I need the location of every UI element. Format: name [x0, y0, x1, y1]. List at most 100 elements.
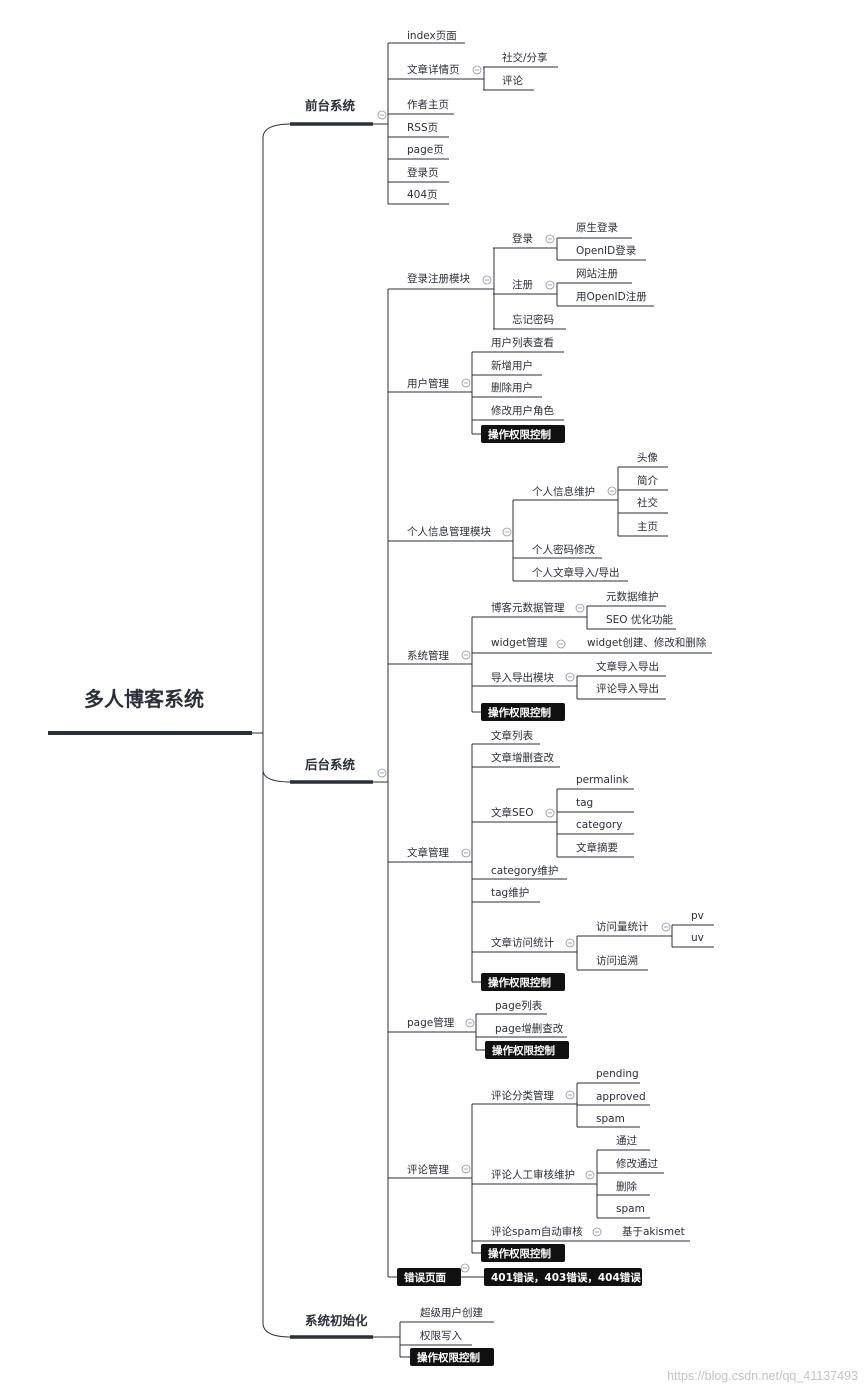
node-label: 评论人工审核维护: [491, 1168, 575, 1181]
collapse-toggle-icon[interactable]: [461, 848, 471, 858]
collapse-toggle-icon[interactable]: [482, 275, 492, 285]
node-label: pending: [596, 1068, 639, 1080]
node-label: spam: [596, 1113, 625, 1125]
node-label: 博客元数据管理: [491, 601, 565, 614]
node-widget管理: widget管理: [472, 636, 548, 654]
node-个人密码修改: 个人密码修改: [513, 543, 602, 559]
collapse-toggle-icon[interactable]: [502, 527, 512, 537]
node-label: 用OpenID注册: [576, 290, 647, 303]
node-登录注册模块: 登录注册模块: [388, 272, 476, 290]
node-label: 访问追溯: [596, 954, 638, 967]
node-基于akismet: 基于akismet: [603, 1225, 690, 1242]
node-前台系统: 前台系统: [290, 98, 373, 126]
node-label: 评论导入导出: [596, 682, 659, 695]
collapse-toggle-icon[interactable]: [472, 65, 482, 75]
node-label: 操作权限控制: [417, 1351, 480, 1364]
collapse-toggle-icon[interactable]: [592, 1227, 602, 1237]
node-label: 评论管理: [407, 1163, 449, 1176]
node-label: 头像: [637, 452, 658, 464]
collapse-toggle-icon[interactable]: [661, 922, 671, 932]
node-文章seo: 文章SEO: [472, 806, 538, 823]
node-pv: pv: [672, 910, 714, 926]
collapse-toggle-icon[interactable]: [545, 234, 555, 244]
node-label: 文章详情页: [407, 63, 460, 76]
node-文章详情页: 文章详情页: [388, 63, 465, 80]
node-删除用户: 删除用户: [472, 381, 542, 398]
node-label: widget管理: [491, 636, 548, 649]
node-label: page列表: [495, 999, 543, 1012]
node-文章导入导出: 文章导入导出: [577, 660, 666, 677]
node-label: 文章增删查改: [491, 751, 554, 764]
node-badge: [397, 1268, 461, 1286]
node-label: 删除: [616, 1180, 637, 1193]
node-label: 导入导出模块: [491, 671, 554, 684]
collapse-toggle-icon[interactable]: [556, 639, 566, 649]
node-社交: 社交: [618, 496, 668, 514]
node-label: 404页: [407, 189, 438, 201]
node-评论: 评论: [483, 74, 534, 91]
node-文章列表: 文章列表: [472, 729, 540, 745]
node-label: 注册: [512, 278, 533, 291]
collapse-toggle-icon[interactable]: [377, 768, 387, 778]
node-label: category: [576, 819, 622, 831]
node-文章增删查改: 文章增删查改: [472, 751, 560, 768]
collapse-toggle-icon[interactable]: [565, 1090, 575, 1100]
collapse-toggle-icon[interactable]: [461, 650, 471, 660]
node-label: index页面: [407, 30, 457, 42]
node-label: 个人信息管理模块: [407, 525, 491, 538]
collapse-toggle-icon[interactable]: [585, 1170, 595, 1180]
node-评论分类管理: 评论分类管理: [472, 1089, 567, 1105]
collapse-toggle-icon[interactable]: [545, 808, 555, 818]
node-label: 操作权限控制: [488, 1247, 551, 1260]
collapse-toggle-icon[interactable]: [545, 280, 555, 290]
node-用openid注册: 用OpenID注册: [557, 290, 654, 307]
node-label: 删除用户: [491, 381, 533, 394]
node-操作权限控制: 操作权限控制: [481, 425, 565, 443]
collapse-toggle-icon[interactable]: [465, 1018, 475, 1028]
node-权限写入: 权限写入: [401, 1329, 472, 1346]
collapse-toggle-icon[interactable]: [565, 938, 575, 948]
node-pending: pending: [577, 1068, 640, 1084]
node-文章管理: 文章管理: [388, 846, 452, 863]
node-category维护: category维护: [472, 864, 567, 880]
watermark-text: https://blog.csdn.net/qq_41137493: [667, 1369, 858, 1383]
node-label: approved: [596, 1091, 646, 1103]
node-badge: [410, 1348, 494, 1366]
collapse-toggle-icon[interactable]: [575, 603, 585, 613]
collapse-toggle-icon[interactable]: [460, 1263, 470, 1273]
collapse-toggle-icon[interactable]: [461, 1164, 471, 1174]
node-label: tag维护: [491, 886, 529, 899]
collapse-toggle-icon[interactable]: [461, 378, 471, 388]
node-label: 忘记密码: [512, 313, 554, 326]
node-用户列表查看: 用户列表查看: [472, 336, 564, 353]
node-label: 文章摘要: [576, 841, 618, 854]
node-label: 系统管理: [407, 649, 449, 662]
node-401错误-403错误-404错误: 401错误，403错误，404错误: [484, 1268, 642, 1286]
node-label: 个人密码修改: [532, 543, 595, 556]
node-后台系统: 后台系统: [290, 757, 373, 784]
node-通过: 通过: [597, 1134, 650, 1151]
node-label: 作者主页: [407, 99, 449, 111]
node-登录: 登录: [493, 232, 538, 249]
node-label: 用户管理: [407, 377, 449, 390]
collapse-toggle-icon[interactable]: [565, 672, 575, 682]
node-新增用户: 新增用户: [472, 359, 542, 376]
node-label: page页: [407, 144, 444, 156]
node-label: 操作权限控制: [488, 976, 551, 989]
node-操作权限控制: 操作权限控制: [485, 1041, 569, 1059]
node-badge: [481, 1244, 565, 1262]
node-操作权限控制: 操作权限控制: [410, 1348, 494, 1366]
node-label: page增删查改: [495, 1022, 564, 1035]
collapse-toggle-icon[interactable]: [377, 110, 387, 120]
node-label: 文章导入导出: [596, 660, 659, 673]
node-label: 错误页面: [404, 1271, 446, 1284]
node-openid登录: OpenID登录: [557, 244, 646, 261]
node-用户管理: 用户管理: [388, 377, 452, 393]
node-修改通过: 修改通过: [597, 1157, 664, 1174]
node-404页: 404页: [388, 189, 449, 205]
collapse-toggle-icon[interactable]: [607, 486, 617, 496]
node-label: 新增用户: [491, 359, 533, 372]
node-label: 访问量统计: [596, 920, 649, 933]
node-错误页面: 错误页面: [397, 1268, 461, 1286]
